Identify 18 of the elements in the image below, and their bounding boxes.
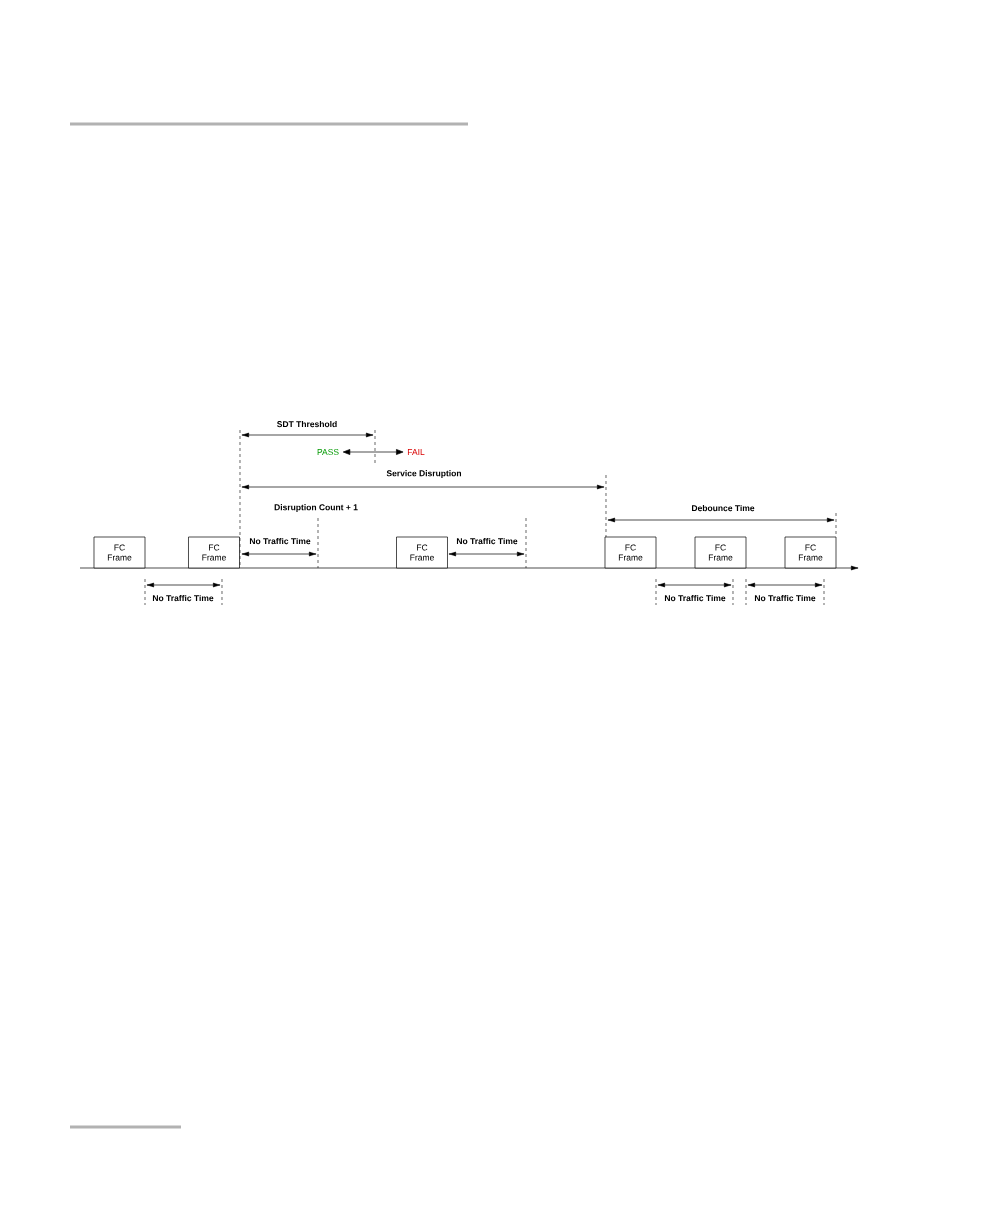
dimension-label: No Traffic Time [664,594,726,602]
frame-box: FC Frame [93,536,146,569]
dimension-label: No Traffic Time [249,537,311,545]
dimension-label: No Traffic Time [754,594,816,602]
dimension-label: Debounce Time [692,504,755,512]
frame-box: FC Frame [604,536,657,569]
dimension-label: Service Disruption [386,470,461,478]
dimension-label: SDT Threshold [277,420,337,428]
status-label: FAIL [407,449,425,455]
dimension-label: Disruption Count + 1 [274,504,358,512]
frame-box: FC Frame [784,536,837,569]
frame-box: FC Frame [396,536,448,569]
arrow [342,449,404,455]
dimension-label: No Traffic Time [456,537,518,545]
frame-box: FC Frame [694,536,747,569]
status-label: PASS [317,449,339,455]
frame-box: FC Frame [188,536,240,569]
dimension-label: No Traffic Time [152,594,214,602]
